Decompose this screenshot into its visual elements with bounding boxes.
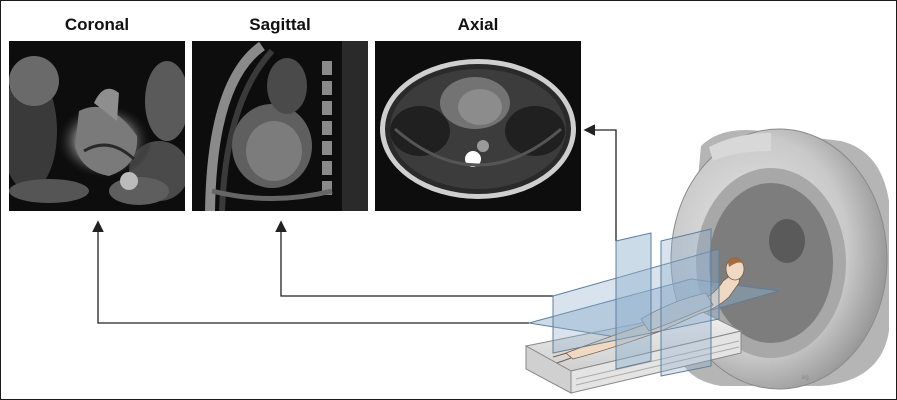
coronal-arrow-icon bbox=[98, 223, 529, 323]
axial-plane-icon bbox=[616, 229, 711, 376]
svg-text:sig.: sig. bbox=[801, 375, 811, 381]
sagittal-arrow-icon bbox=[281, 223, 553, 296]
axial-arrow-icon bbox=[586, 130, 616, 241]
